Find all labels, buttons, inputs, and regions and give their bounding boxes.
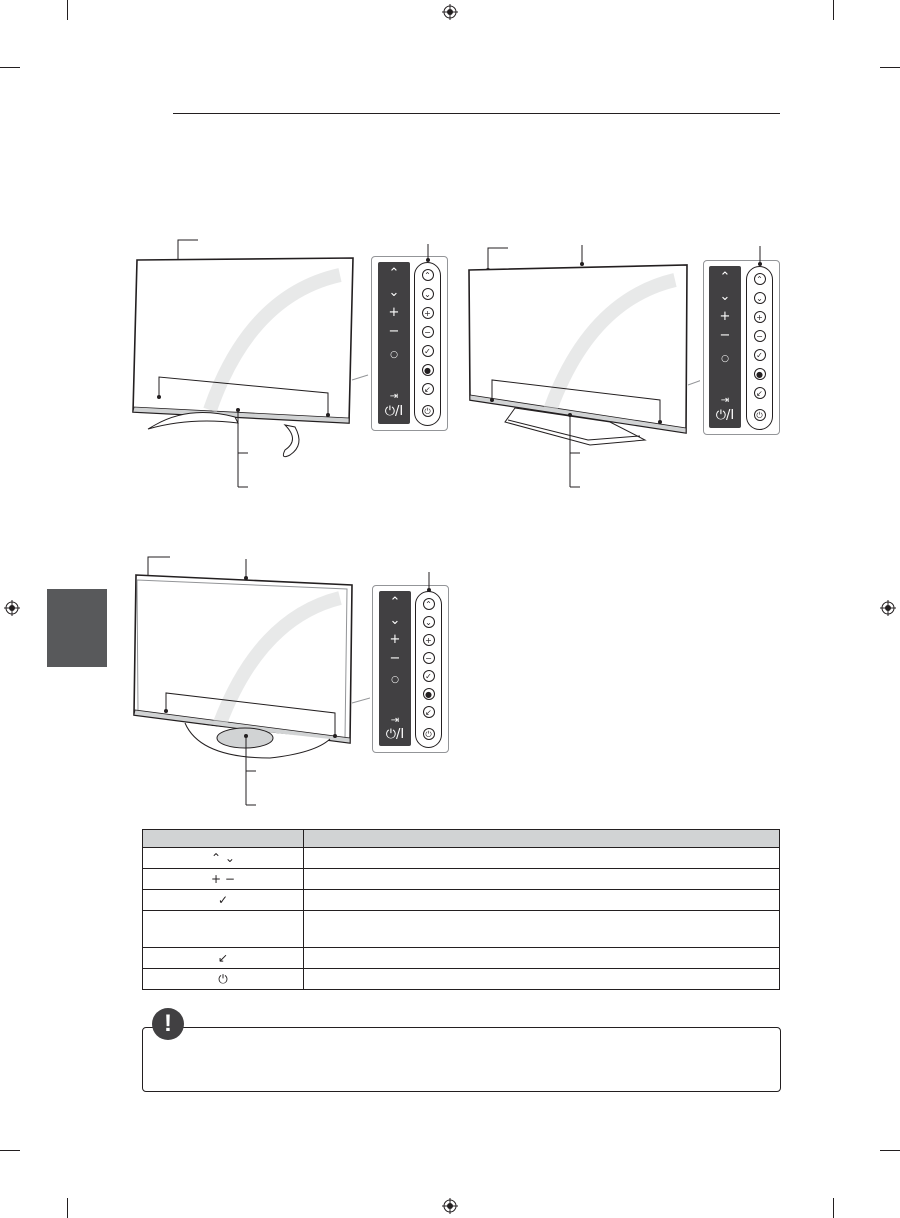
crop-mark [0, 1150, 20, 1151]
input-label: ⇥ [390, 715, 400, 726]
plus-button-icon[interactable]: + [422, 634, 435, 646]
power-label: ⏻/I [384, 404, 404, 419]
minus-label: − [389, 651, 401, 666]
up-button-icon[interactable]: ⌃ [422, 598, 435, 610]
tv-illustration-2 [468, 245, 700, 488]
header-rule [173, 113, 780, 114]
minus-button-icon[interactable]: − [421, 326, 434, 338]
sensor-dot: ○ [391, 675, 399, 685]
button-function-table: ⌃ ⌄ + − ✓ ↙ ⏻ [142, 829, 780, 990]
settings-button-icon[interactable]: ● [753, 368, 766, 380]
tv-illustration-1 [132, 239, 369, 488]
table-row: ⏻ [142, 968, 780, 990]
table-row: ↙ [142, 947, 780, 969]
plus-button-icon[interactable]: + [421, 307, 434, 319]
input-label: ⇥ [389, 391, 399, 402]
table-cell-desc [303, 910, 780, 948]
ok-button-icon[interactable]: ✓ [753, 349, 766, 361]
plus-button-icon[interactable]: + [753, 311, 766, 323]
up-label: ⌃ [388, 266, 400, 281]
crop-mark [67, 1198, 68, 1218]
table-row: + − [142, 868, 780, 890]
registration-mark-icon [880, 600, 896, 616]
note-box [142, 1027, 781, 1092]
registration-mark-icon [4, 600, 20, 616]
up-label: ⌃ [719, 270, 731, 285]
sensor-dot: ○ [721, 354, 729, 364]
power-label: ⏻/I [715, 408, 735, 423]
settings-button-icon[interactable]: ● [422, 688, 435, 700]
control-panel-pointer [758, 246, 762, 266]
power-button-icon[interactable]: ⏻ [753, 409, 766, 421]
table-row: ⌃ ⌄ [142, 847, 780, 869]
ok-button-icon[interactable]: ✓ [422, 670, 435, 682]
table-row: ✓ [142, 889, 780, 911]
table-cell-desc [303, 868, 780, 890]
table-cell-desc [303, 889, 780, 911]
table-cell-symbol: ⌃ ⌄ [142, 847, 304, 869]
crop-mark [0, 67, 20, 68]
section-side-tab [47, 589, 107, 667]
table-row [142, 910, 780, 948]
table-cell-symbol: + − [142, 868, 304, 890]
up-button-icon[interactable]: ⌃ [753, 273, 766, 285]
crop-mark [833, 1198, 834, 1218]
input-button-icon[interactable]: ↙ [422, 706, 435, 718]
minus-button-icon[interactable]: − [422, 652, 435, 664]
power-label: ⏻/I [385, 727, 405, 742]
table-header-button [142, 829, 304, 848]
table-header-row [142, 829, 780, 848]
down-label: ⌄ [388, 285, 400, 300]
minus-button-icon[interactable]: − [753, 330, 766, 342]
up-label: ⌃ [389, 595, 401, 610]
plus-label: + [389, 632, 401, 647]
down-label: ⌄ [719, 289, 731, 304]
down-button-icon[interactable]: ⌄ [421, 288, 434, 300]
sensor-dot: ○ [390, 350, 398, 360]
minus-label: − [719, 328, 731, 343]
note-exclamation-icon: ! [152, 1008, 184, 1040]
registration-mark-icon [442, 4, 458, 20]
button-column-2: ⌃ ⌄ + − ✓ ● ↙ ⏻ [746, 266, 773, 430]
control-strip-3: ⌃ ⌄ + − ○ ⇥ ⏻/I [379, 591, 411, 746]
down-button-icon[interactable]: ⌄ [753, 292, 766, 304]
table-cell-desc [303, 947, 780, 969]
table-cell-desc [303, 968, 780, 990]
control-strip-1: ⌃ ⌄ + − ○ ⇥ ⏻/I [378, 262, 410, 424]
crop-mark [67, 0, 68, 20]
control-panel-pointer [426, 244, 430, 262]
note-title-rule [184, 1027, 338, 1028]
power-button-icon[interactable]: ⏻ [422, 728, 435, 740]
minus-label: − [388, 324, 400, 339]
registration-mark-icon [442, 1198, 458, 1214]
plus-label: + [719, 309, 731, 324]
table-header-description [303, 829, 780, 848]
down-button-icon[interactable]: ⌄ [422, 616, 435, 628]
input-label: ⇥ [720, 395, 730, 406]
up-button-icon[interactable]: ⌃ [421, 269, 434, 281]
power-button-icon[interactable]: ⏻ [421, 405, 434, 417]
tv-illustration-3 [133, 556, 370, 806]
table-cell-symbol: ⏻ [142, 968, 304, 990]
crop-mark [880, 1150, 900, 1151]
crop-mark [880, 67, 900, 68]
table-cell-symbol: ↙ [142, 947, 304, 969]
input-button-icon[interactable]: ↙ [421, 383, 434, 395]
button-column-3: ⌃ ⌄ + − ✓ ● ↙ ⏻ [415, 591, 442, 748]
down-label: ⌄ [389, 613, 401, 628]
crop-mark [833, 0, 834, 20]
button-column-1: ⌃ ⌄ + − ✓ ● ↙ ⏻ [414, 262, 441, 426]
table-cell-symbol [142, 910, 304, 948]
control-strip-2: ⌃ ⌄ + − ○ ⇥ ⏻/I [709, 266, 741, 428]
table-cell-symbol: ✓ [142, 889, 304, 911]
plus-label: + [388, 305, 400, 320]
table-cell-desc [303, 847, 780, 869]
settings-button-icon[interactable]: ● [421, 364, 434, 376]
input-button-icon[interactable]: ↙ [753, 387, 766, 399]
ok-button-icon[interactable]: ✓ [421, 345, 434, 357]
